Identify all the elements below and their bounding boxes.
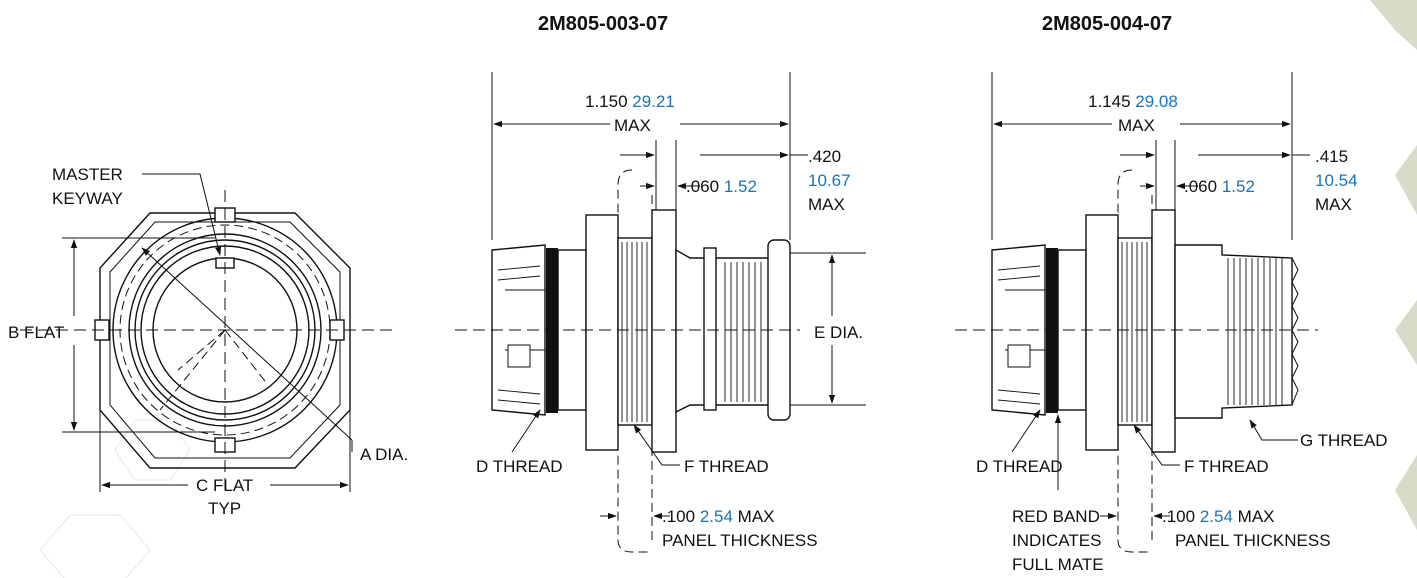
right-panel-max: MAX: [1238, 507, 1275, 526]
right-panel-mm: 2.54: [1200, 507, 1233, 526]
left-f-thread: F THREAD: [684, 457, 769, 476]
left-panel-in: .100: [662, 507, 695, 526]
b-flat-label: B FLAT: [8, 323, 64, 342]
master-keyway-label-2: KEYWAY: [52, 189, 123, 208]
red-band-line-2: INDICATES: [1012, 531, 1101, 550]
left-gap-in: .060: [686, 177, 719, 196]
right-view-title: 2M805-004-07: [1042, 13, 1172, 35]
right-g-thread: G THREAD: [1300, 431, 1388, 450]
right-d-thread: D THREAD: [976, 457, 1063, 476]
svg-text:.060 1.52: .060 1.52: [1184, 177, 1255, 196]
left-flange-max: MAX: [808, 195, 845, 214]
svg-text:.100 2.54 MAX: .100 2.54 MAX: [662, 507, 775, 526]
front-view: A DIA. MASTER KEYWAY B FLAT C FLAT TYP: [8, 165, 408, 518]
right-length-mm: 29.08: [1135, 92, 1178, 111]
right-f-thread: F THREAD: [1184, 457, 1269, 476]
svg-text:.060 1.52: .060 1.52: [686, 177, 757, 196]
left-gap-mm: 1.52: [724, 177, 757, 196]
right-gap-mm: 1.52: [1222, 177, 1255, 196]
left-e-dia: E DIA.: [814, 323, 863, 342]
left-length-max: MAX: [614, 116, 651, 135]
right-length-max: MAX: [1118, 116, 1155, 135]
left-length-in: 1.150: [585, 92, 628, 111]
hexagon-decor: [39, 0, 1417, 578]
left-side-view: 2M805-003-07 1.150 29.21 MAX .420 10.67 …: [455, 13, 866, 553]
left-d-thread: D THREAD: [476, 457, 563, 476]
left-flange-in: .420: [808, 147, 841, 166]
right-panel-label: PANEL THICKNESS: [1175, 531, 1331, 550]
right-side-view: 2M805-004-07 1.145 29.08 MAX .415 10.54 …: [955, 13, 1388, 574]
a-dia-label: A DIA.: [360, 445, 408, 464]
right-panel-in: .100: [1162, 507, 1195, 526]
front-octagon: [99, 212, 351, 469]
svg-text:.100 2.54 MAX: .100 2.54 MAX: [1162, 507, 1275, 526]
svg-text:1.145 29.08: 1.145 29.08: [1088, 92, 1178, 111]
c-flat-label: C FLAT: [196, 476, 253, 495]
right-flange-max: MAX: [1315, 195, 1352, 214]
right-gap-in: .060: [1184, 177, 1217, 196]
c-flat-typ-label: TYP: [208, 499, 241, 518]
left-panel-max: MAX: [738, 507, 775, 526]
right-length-in: 1.145: [1088, 92, 1131, 111]
left-flange-mm: 10.67: [808, 171, 851, 190]
svg-text:1.150 29.21: 1.150 29.21: [585, 92, 675, 111]
right-flange-in: .415: [1315, 147, 1348, 166]
left-length-mm: 29.21: [632, 92, 675, 111]
red-band-line-3: FULL MATE: [1012, 555, 1104, 574]
left-view-title: 2M805-003-07: [538, 13, 668, 35]
right-flange-mm: 10.54: [1315, 171, 1358, 190]
left-panel-mm: 2.54: [700, 507, 733, 526]
left-panel-label: PANEL THICKNESS: [662, 531, 818, 550]
red-band-line-1: RED BAND: [1012, 507, 1100, 526]
master-keyway-label: MASTER: [52, 165, 123, 184]
